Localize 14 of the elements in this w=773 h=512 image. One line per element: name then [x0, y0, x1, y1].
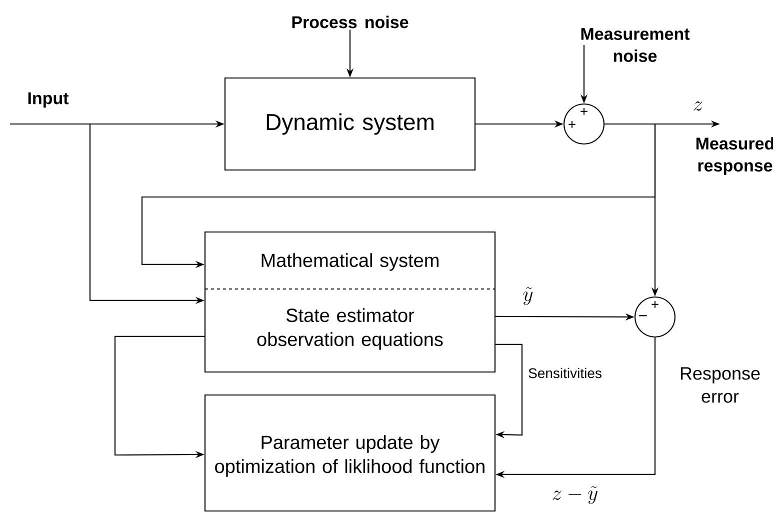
estimator-box: Mathematical system State estimator observation equations: [204, 231, 496, 373]
edge-label: $z - \tilde{y}$: [550, 485, 600, 505]
noise-label: Measurement noise: [581, 28, 690, 62]
noise-label: Process noise: [292, 16, 408, 28]
process-box: Parameter update by optimization of liklihood function: [204, 394, 496, 512]
text-label: Input: [28, 92, 69, 108]
edge-label: Sensitivities: [527, 366, 603, 380]
arrow: [496, 344, 523, 438]
edge-label: $z$: [692, 100, 704, 112]
text-label: Response error: [680, 367, 760, 403]
summing-junction: + −: [634, 296, 676, 338]
process-box: Dynamic system: [224, 77, 476, 171]
edge-label: $\tilde{y}$: [522, 286, 534, 306]
summing-junction: + +: [563, 103, 605, 145]
